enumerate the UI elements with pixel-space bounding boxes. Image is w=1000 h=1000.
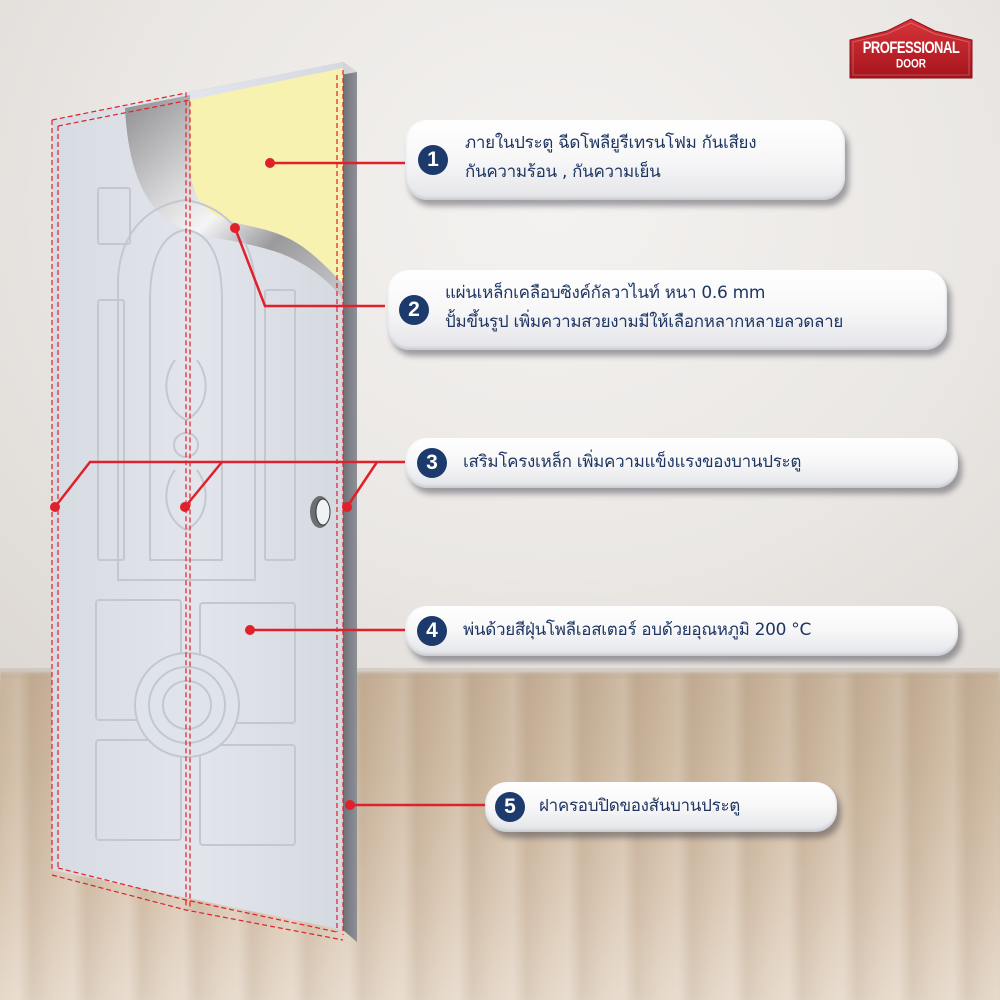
callout-text: เสริมโครงเหล็ก เพิ่มความแข็งแรงของบานประ…	[463, 452, 802, 472]
callout-steel-skin: 2 แผ่นเหล็กเคลือบซิงค์กัลวาไนท์ หนา 0.6 …	[387, 270, 947, 350]
callout-text-line1: แผ่นเหล็กเคลือบซิงค์กัลวาไนท์ หนา 0.6 mm	[445, 283, 766, 303]
logo-text-professional: PROFESSIONAL	[862, 38, 960, 57]
callout-text-line2: ปั้มขึ้นรูป เพิ่มความสวยงามมีให้เลือกหลา…	[445, 312, 844, 332]
callout-steel-frame: 3 เสริมโครงเหล็ก เพิ่มความแข็งแรงของบานป…	[405, 438, 958, 488]
callout-number-badge: 5	[495, 792, 525, 822]
callout-number-badge: 1	[418, 145, 448, 175]
callout-text: พ่นด้วยสีฝุ่นโพลีเอสเตอร์ อบด้วยอุณหภูมิ…	[463, 620, 812, 640]
callout-number-badge: 3	[417, 448, 447, 478]
steel-frame-outline	[51, 70, 344, 941]
door-panel-embossing	[95, 187, 296, 846]
door-skin	[52, 62, 343, 930]
steel-skin-curl	[125, 95, 343, 300]
logo-house-shape-icon	[849, 18, 973, 79]
callout-edge-cap: 5 ฝาครอบปิดของสันบานประตู	[485, 782, 837, 832]
brand-logo: PROFESSIONAL DOOR	[847, 18, 975, 80]
leader-dots	[50, 158, 355, 810]
logo-text-door: DOOR	[896, 57, 926, 72]
foam-core	[190, 68, 343, 283]
leader-lines	[54, 161, 487, 807]
callout-text-line1: ภายในประตู ฉีดโพลียูรีเทรนโฟม กันเสียง	[465, 133, 757, 153]
callout-number-badge: 2	[399, 295, 429, 325]
callout-powder-coat: 4 พ่นด้วยสีฝุ่นโพลีเอสเตอร์ อบด้วยอุณหภู…	[405, 606, 958, 656]
floor-baseline	[0, 668, 1000, 678]
callout-text: ฝาครอบปิดของสันบานประตู	[539, 796, 741, 816]
callout-text-line2: กันความร้อน , กันความเย็น	[465, 162, 661, 182]
callout-number-badge: 4	[417, 616, 447, 646]
callout-foam-core: 1 ภายในประตู ฉีดโพลียูรีเทรนโฟม กันเสียง…	[405, 120, 845, 200]
